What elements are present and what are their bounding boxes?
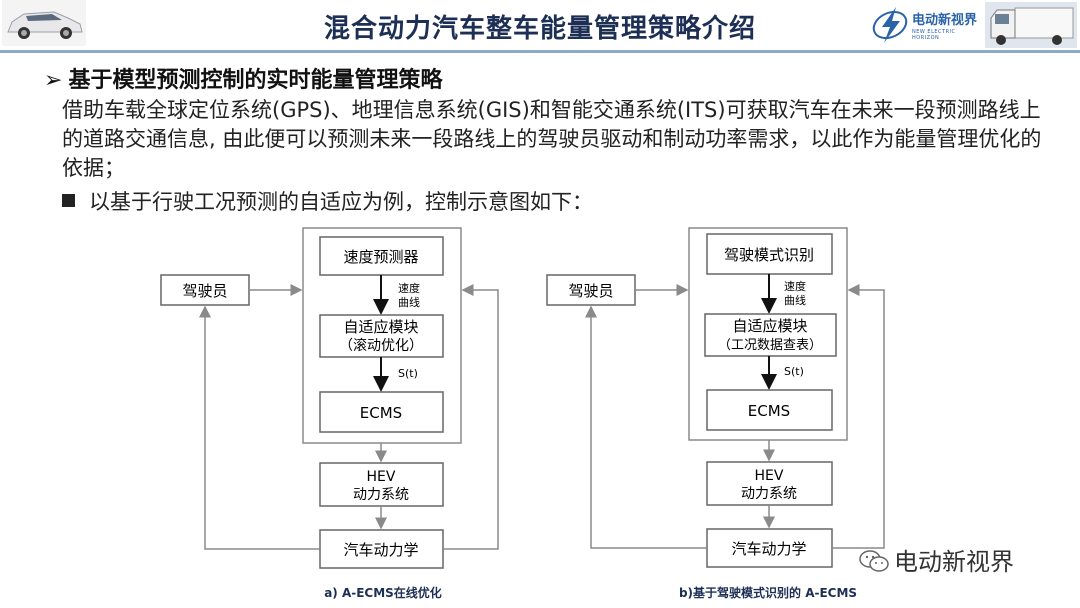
section-heading-text: 基于模型预测控制的实时能量管理策略	[68, 68, 443, 93]
diagram-b-ecms	[706, 389, 833, 431]
diagram-b: 驾驶模式识别 速度 曲线 自适应模块 （工况数据查表） S(t) ECMS HE…	[546, 227, 885, 600]
square-bullet-icon	[62, 194, 75, 207]
diagram-b-adaptive-module	[704, 313, 837, 357]
diagram-a-vehicle-dynamics-label: 汽车动力学	[343, 541, 418, 559]
bullet-item: 以基于行驶工况预测的自适应为例，控制示意图如下：	[62, 186, 593, 216]
diagram-b-driver-label: 驾驶员	[568, 282, 613, 300]
diagram-b-edge1-label1: 速度	[784, 279, 806, 293]
diagram-a-ecms	[319, 391, 444, 433]
diagram-b-adaptive-line2: （工况数据查表）	[718, 338, 822, 353]
diagram-b-edge2-label: S(t)	[784, 365, 804, 378]
diagram-a-speed-predictor	[319, 236, 444, 276]
diagram-b-ecms-label: ECMS	[748, 402, 790, 420]
control-diagrams: 速度预测器 速度 曲线 自适应模块 （滚动优化） S(t) ECMS HEV 动…	[160, 227, 885, 600]
bullet-text: 以基于行驶工况预测的自适应为例，控制示意图如下：	[89, 190, 593, 214]
diagram-a-driver	[160, 274, 250, 306]
diagram-a-adaptive-line2: （滚动优化）	[339, 337, 423, 354]
car-image	[2, 0, 86, 46]
diagram-b-adaptive-line1: 自适应模块	[732, 317, 807, 335]
diagram-a-ecms-label: ECMS	[360, 404, 402, 422]
page-title: 混合动力汽车整车能量管理策略介绍	[323, 14, 756, 44]
diagram-a-vehicle-dynamics	[319, 529, 444, 569]
diagram-a: 速度预测器 速度 曲线 自适应模块 （滚动优化） S(t) ECMS HEV 动…	[160, 227, 499, 600]
brand-logo: 电动新视界 NEW ELECTRIC HORIZON	[870, 3, 980, 47]
diagram-a-caption: a) A-ECMS在线优化	[324, 585, 442, 600]
arrow-bullet-icon: ➢	[44, 68, 63, 93]
diagram-b-mode-recognition-label: 驾驶模式识别	[724, 246, 814, 264]
diagram-b-mode-recognition	[706, 233, 833, 275]
diagram-a-hev-line2: 动力系统	[353, 487, 409, 503]
logo-subtext: NEW ELECTRIC HORIZON	[912, 29, 956, 41]
diagram-a-edge2-label: S(t)	[398, 367, 418, 380]
diagram-b-hev-line2: 动力系统	[741, 486, 797, 502]
diagram-a-adaptive-line1: 自适应模块	[343, 318, 418, 336]
diagram-a-edge1-label2: 曲线	[398, 295, 420, 309]
diagram-b-hev	[706, 461, 833, 506]
logo-text: 电动新视界	[912, 13, 978, 28]
diagram-b-edge1-label2: 曲线	[784, 293, 806, 307]
lightning-logo-icon	[872, 7, 908, 43]
diagram-a-adaptive-module	[319, 314, 444, 358]
diagram-b-vehicle-dynamics-label: 汽车动力学	[731, 540, 806, 558]
watermark-text: 电动新视界	[894, 548, 1014, 576]
description-paragraph: 借助车载全球定位系统(GPS)、地理信息系统(GIS)和智能交通系统(ITS)可…	[62, 98, 1042, 180]
diagram-a-hev-line1: HEV	[367, 469, 396, 485]
diagram-b-hev-line1: HEV	[755, 468, 784, 484]
diagram-a-driver-label: 驾驶员	[182, 282, 227, 300]
diagram-b-caption: b)基于驾驶模式识别的 A-ECMS	[679, 585, 857, 600]
diagram-a-speed-predictor-label: 速度预测器	[343, 248, 418, 266]
header-divider	[0, 50, 1080, 53]
section-heading: ➢基于模型预测控制的实时能量管理策略	[44, 62, 442, 94]
diagram-b-driver	[546, 274, 636, 306]
wechat-icon	[859, 550, 889, 572]
diagram-a-edge1-label1: 速度	[398, 281, 420, 295]
truck-image	[985, 2, 1077, 48]
watermark: 电动新视界	[858, 542, 1014, 577]
